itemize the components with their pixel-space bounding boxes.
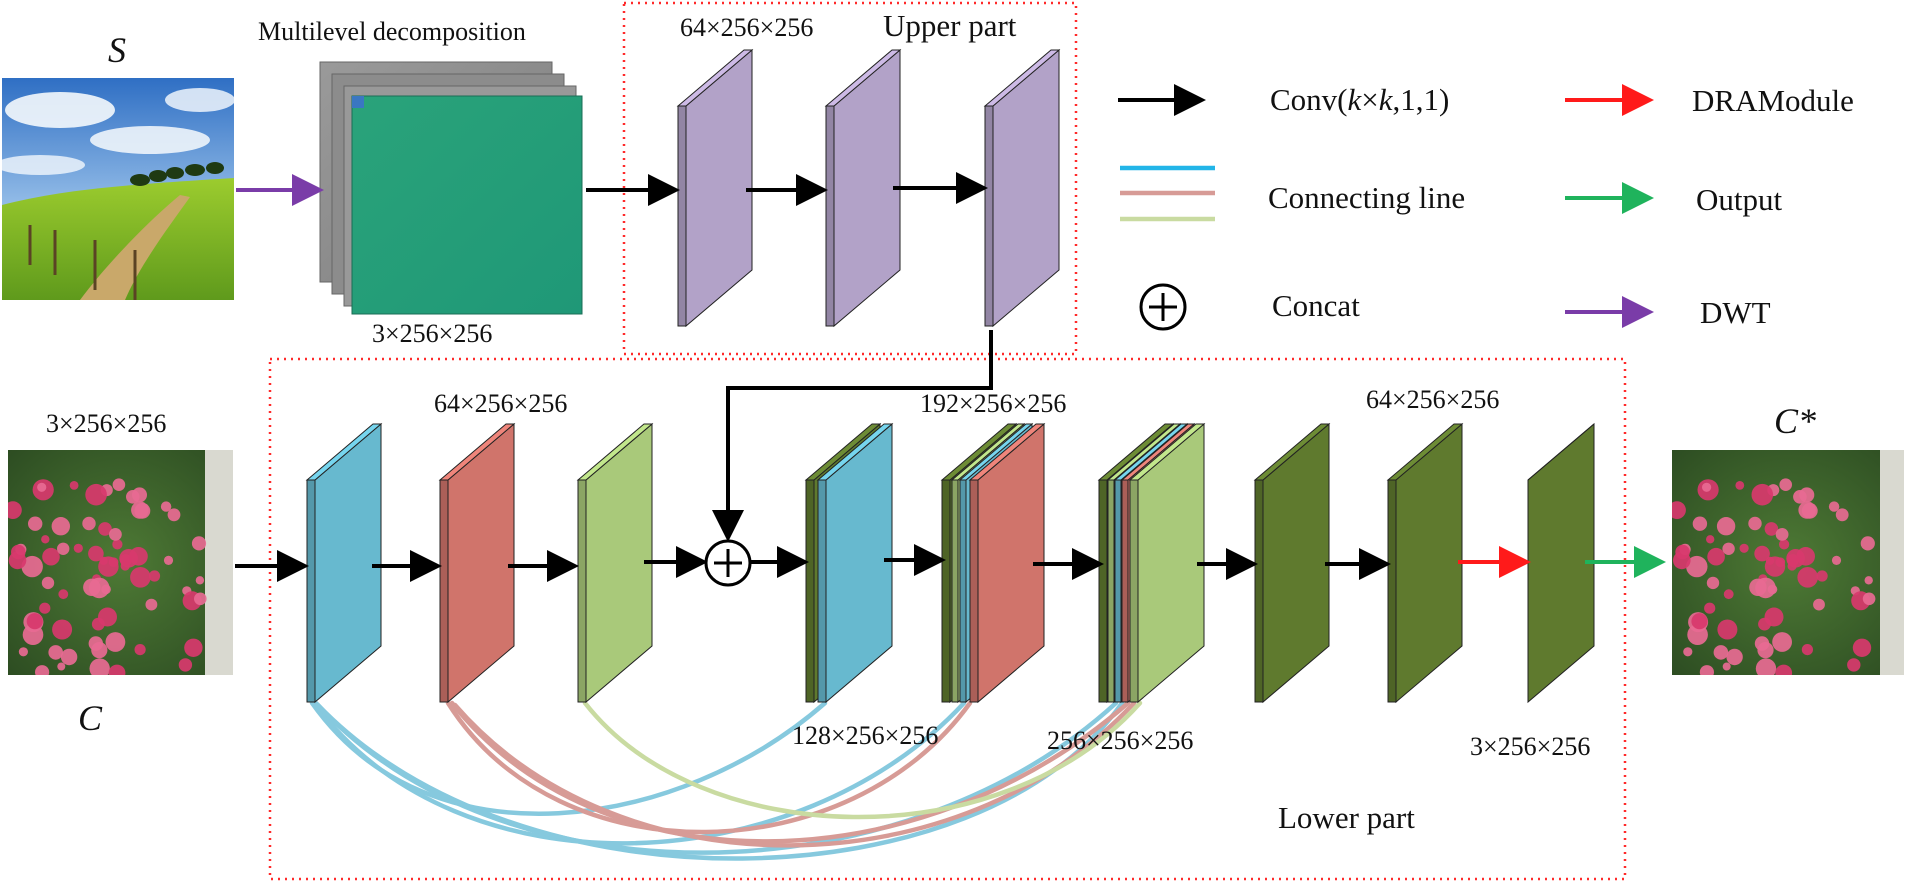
legend-dwt-label: DWT [1700,295,1771,330]
concat128-blue [816,422,894,704]
style-image-label: S [108,30,126,70]
labels: S C C* Multilevel decomposition Upper pa… [46,8,1816,835]
legend-connecting-label: Connecting line [1268,180,1465,215]
lower-block-darkgreen-2 [1386,422,1464,704]
lower-block-lightgreen [576,422,654,704]
dim-label-128: 128×256×256 [792,721,938,750]
upper-part-frame [622,1,1078,356]
dim-label-192: 192×256×256 [920,389,1066,418]
dim-label-64b: 64×256×256 [1366,385,1499,414]
lower-block-blue [305,422,383,704]
skip-lines-green [582,700,1143,820]
legend-concat-icon [1139,283,1187,331]
lower-part-label: Lower part [1278,800,1415,835]
multilevel-label: Multilevel decomposition [258,17,526,46]
output-image [1672,450,1904,675]
lower-block-darkgreen-3 [1527,422,1595,704]
skip-lines-blue [309,700,1125,861]
content-image-label: C [78,698,103,738]
style-image [2,78,234,300]
upper-block-2 [824,48,902,328]
content-image [8,450,233,675]
feature-blocks [305,48,1595,704]
lower-block-darkgreen-1 [1253,422,1331,704]
concat256-lightgreen-2 [1128,422,1206,704]
concat192-red [968,422,1046,704]
upper-to-concat-line [712,330,993,542]
output-image-label: C* [1774,401,1816,441]
skip-connections [309,700,1143,861]
dim-label-64: 64×256×256 [434,389,567,418]
legend-concat-label: Concat [1272,288,1360,323]
skip-lines-red [445,700,1137,848]
legend: Conv(k×k,1,1) Connecting line Concat DRA… [1118,82,1854,331]
dim-label-256: 256×256×256 [1047,726,1193,755]
dim-label-upper: 64×256×256 [680,13,813,42]
decomposition-maps [319,61,583,315]
legend-dram-label: DRAModule [1692,83,1854,118]
legend-output-label: Output [1696,182,1783,217]
upper-block-3 [983,48,1061,328]
dim-label-s: 3×256×256 [372,319,492,348]
upper-block-1 [676,48,754,328]
arrows [235,172,1666,582]
lower-block-red [438,422,516,704]
concat-symbol [704,539,752,587]
dim-label-c: 3×256×256 [46,409,166,438]
upper-part-label: Upper part [883,8,1017,43]
dim-label-3out: 3×256×256 [1470,732,1590,761]
legend-conv-label: Conv(k×k,1,1) [1270,82,1449,117]
